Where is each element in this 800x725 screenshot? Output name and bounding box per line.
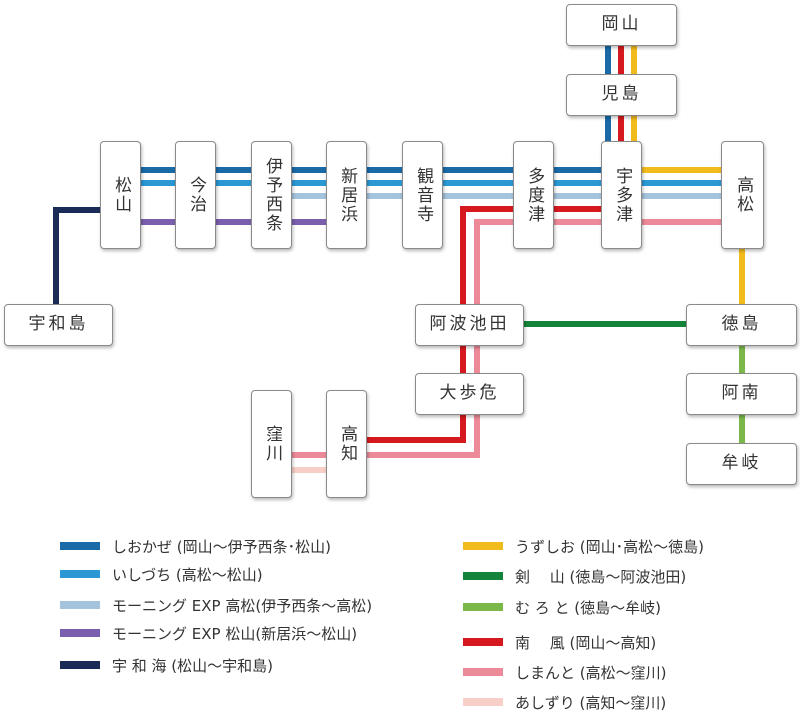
legend-item-morning-exp-matsuyama: モーニング EXP 松山(新居浜〜松山) [60,623,357,643]
station-kojima[interactable]: 児島 [566,74,677,116]
legend-label: うずしお (岡山･高松〜徳島) [515,537,704,556]
station-label: 松山 [111,176,132,214]
legend-swatch [463,638,503,646]
station-mugi[interactable]: 牟岐 [686,443,797,485]
station-label: 多度津 [524,166,545,224]
station-label: 阿波池田 [429,314,510,335]
station-takamatsu[interactable]: 高松 [721,141,764,249]
station-anan[interactable]: 阿南 [686,373,797,415]
station-label: 高松 [733,176,754,214]
legend-item-shimanto: しまんと (高松〜窪川) [463,662,666,682]
station-label: 児島 [601,84,642,105]
station-label: 観音寺 [413,166,434,224]
legend-label: む ろ と (徳島〜牟岐) [515,598,662,617]
station-label: 宇和島 [28,314,89,335]
legend-item-ashizuri: あしずり (高知〜窪川) [463,692,666,712]
legend-item-tsurugisan: 剣 山 (徳島〜阿波池田) [463,566,686,586]
legend-item-ishizuchi: いしづち (高松〜松山) [60,564,263,584]
station-label: 今治 [186,176,207,214]
legend-item-nanpu: 南 風 (岡山〜高知) [463,632,656,652]
station-matsuyama[interactable]: 松山 [100,141,141,249]
station-label: 高知 [337,425,358,463]
station-label: 牟岐 [721,453,762,474]
legend-item-uzushio: うずしお (岡山･高松〜徳島) [463,536,704,556]
legend-item-uwakai: 宇 和 海 (松山〜宇和島) [60,655,273,675]
station-kanonji[interactable]: 観音寺 [402,141,443,249]
station-label: 新居浜 [337,166,358,224]
route-uwakai [53,207,120,305]
legend-label: あしずり (高知〜窪川) [515,693,667,712]
legend-label: しおかぜ (岡山〜伊予西条･松山) [112,537,331,556]
legend-swatch [463,668,503,676]
station-niihama[interactable]: 新居浜 [326,141,367,249]
legend-swatch [463,542,503,550]
legend-swatch [60,661,100,669]
legend-swatch [60,542,100,550]
station-label: 伊予西条 [262,157,283,233]
station-tokushima[interactable]: 徳島 [686,304,797,346]
legend-swatch [463,603,503,611]
legend-label: 南 風 (岡山〜高知) [515,633,657,652]
legend-swatch [60,570,100,578]
station-imabari[interactable]: 今治 [175,141,216,249]
legend-label: モーニング EXP 高松(伊予西条〜高松) [112,596,373,615]
station-label: 窪川 [262,425,283,463]
station-label: 宇多津 [612,166,633,224]
station-awaikeda[interactable]: 阿波池田 [415,304,524,346]
station-oboke[interactable]: 大歩危 [415,373,524,415]
station-iyosaijo[interactable]: 伊予西条 [251,141,292,249]
station-label: 徳島 [721,314,762,335]
legend-swatch [463,572,503,580]
station-utazu[interactable]: 宇多津 [601,141,642,249]
legend-swatch [463,698,503,706]
station-kochi[interactable]: 高知 [326,390,367,498]
station-label: 阿南 [721,383,762,404]
legend-swatch [60,629,100,637]
legend-item-morning-exp-takamatsu: モーニング EXP 高松(伊予西条〜高松) [60,595,372,615]
legend-label: 宇 和 海 (松山〜宇和島) [112,656,274,675]
legend-label: 剣 山 (徳島〜阿波池田) [515,567,687,586]
legend-label: いしづち (高松〜松山) [112,565,263,584]
legend-label: しまんと (高松〜窪川) [515,663,667,682]
station-label: 岡山 [601,14,642,35]
station-label: 大歩危 [439,383,500,404]
station-kubokawa[interactable]: 窪川 [251,390,292,498]
legend-item-shiokaze: しおかぜ (岡山〜伊予西条･松山) [60,536,331,556]
legend-swatch [60,601,100,609]
station-uwajima[interactable]: 宇和島 [4,304,113,346]
legend-label: モーニング EXP 松山(新居浜〜松山) [112,624,358,643]
legend-item-muroto: む ろ と (徳島〜牟岐) [463,597,661,617]
station-tadotsu[interactable]: 多度津 [513,141,554,249]
station-okayama[interactable]: 岡山 [566,4,677,46]
